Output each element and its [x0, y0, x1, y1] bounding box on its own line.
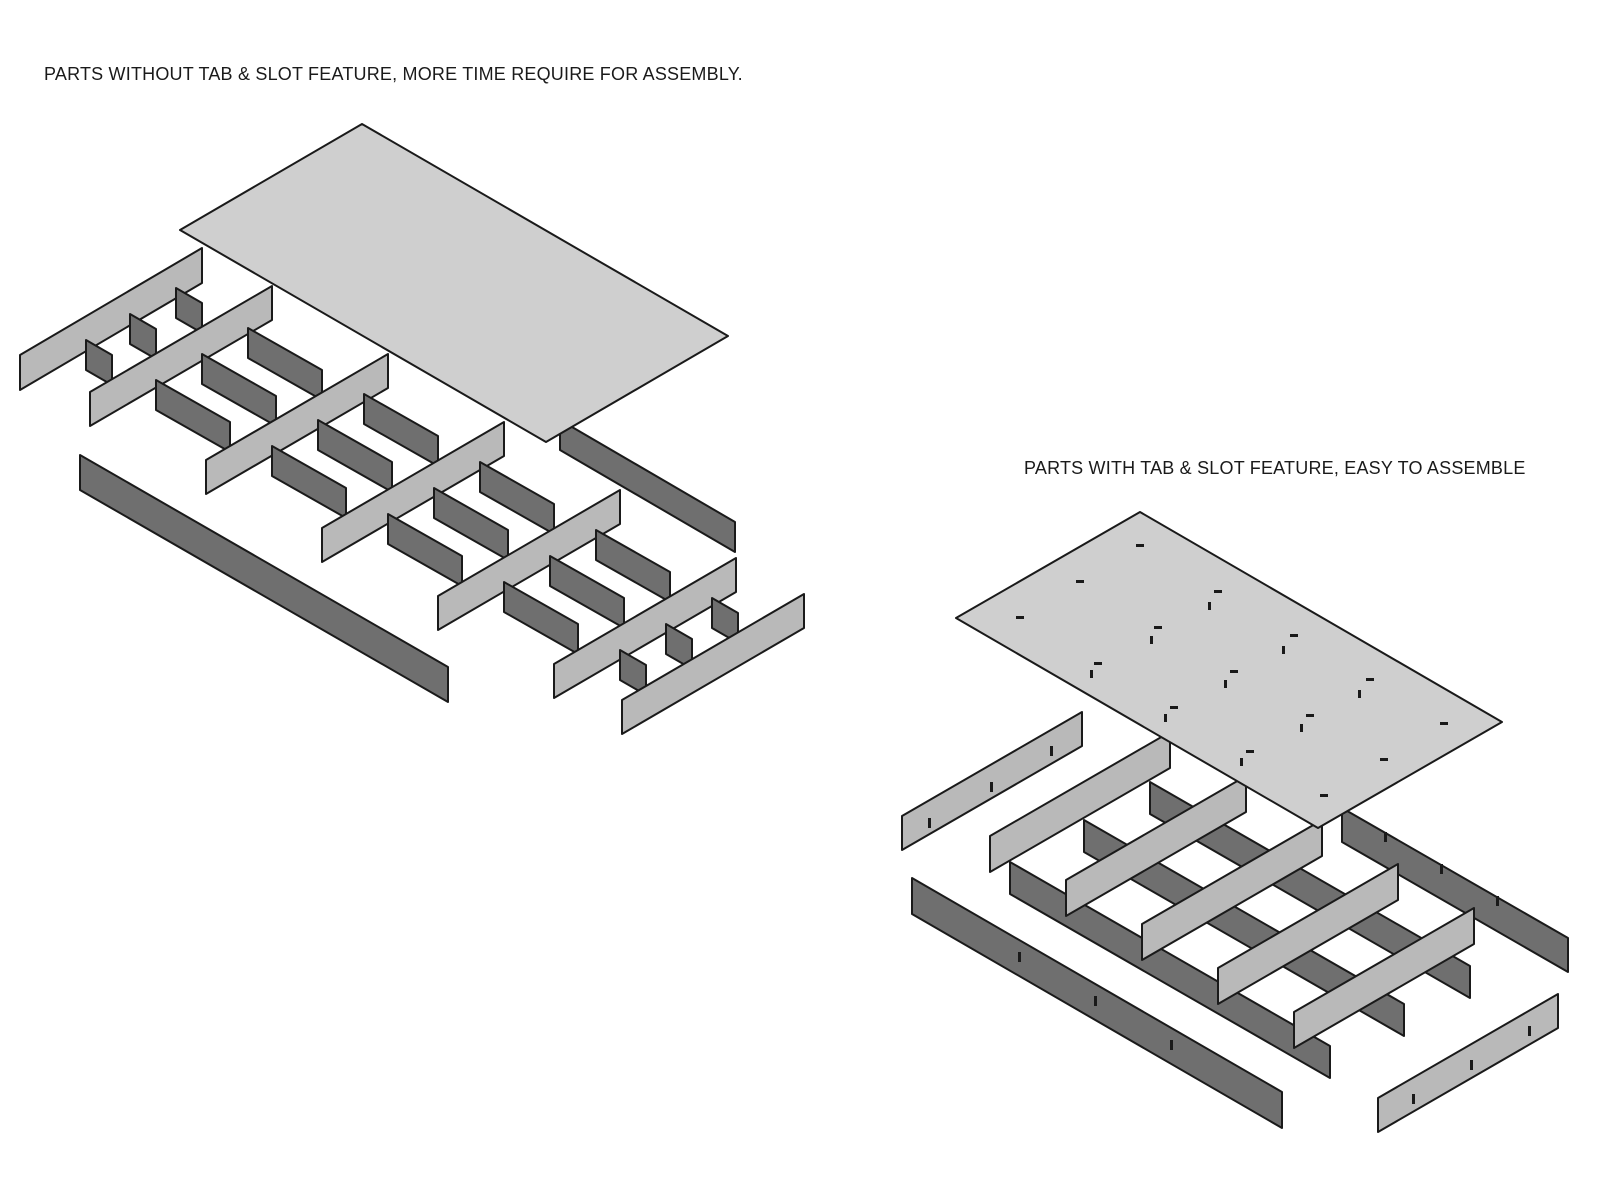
- slot: [1528, 1026, 1531, 1036]
- divider-panel: [205, 353, 389, 495]
- end-wall-right-slotted: [1377, 993, 1559, 1133]
- divider-panel-slotted: [1065, 775, 1247, 917]
- divider-panel: [89, 285, 273, 427]
- divider-panel-slotted: [1293, 907, 1475, 1049]
- slot: [1018, 952, 1021, 962]
- slot: [1496, 896, 1499, 906]
- caption-with-tab-slot: PARTS WITH TAB & SLOT FEATURE, EASY TO A…: [1024, 458, 1526, 478]
- divider-panel: [553, 557, 737, 699]
- spacer-block: [85, 339, 113, 386]
- divider-panel: [437, 489, 621, 631]
- slot: [1050, 746, 1053, 756]
- divider-panel-slotted: [1217, 863, 1399, 1005]
- slot: [1470, 1060, 1473, 1070]
- back-long-wall: [559, 419, 736, 553]
- end-wall-left-slotted: [901, 711, 1083, 851]
- caption-without-tab-slot: PARTS WITHOUT TAB & SLOT FEATURE, MORE T…: [44, 64, 743, 84]
- end-wall-right: [621, 593, 805, 735]
- divider-panel-slotted: [1141, 819, 1323, 961]
- front-long-wall: [79, 454, 449, 703]
- slot: [1412, 1094, 1415, 1104]
- slot: [990, 782, 993, 792]
- top-sheet: [179, 123, 729, 443]
- divider-panel: [321, 421, 505, 563]
- slot: [928, 818, 931, 828]
- back-long-wall-slotted: [1341, 807, 1569, 973]
- divider-panel-slotted: [989, 731, 1171, 873]
- slot: [1384, 832, 1387, 842]
- assembly-with-tab-slot: [901, 511, 1569, 1133]
- spacer-block: [129, 313, 157, 360]
- assembly-without-tab-slot: [19, 123, 805, 735]
- spacer-block: [175, 287, 203, 334]
- top-sheet-slotted: [955, 511, 1503, 829]
- slot: [1094, 996, 1097, 1006]
- top-sheet-slots: [1016, 544, 1448, 797]
- slot: [1440, 864, 1443, 874]
- slot: [1170, 1040, 1173, 1050]
- end-wall-left: [19, 247, 203, 391]
